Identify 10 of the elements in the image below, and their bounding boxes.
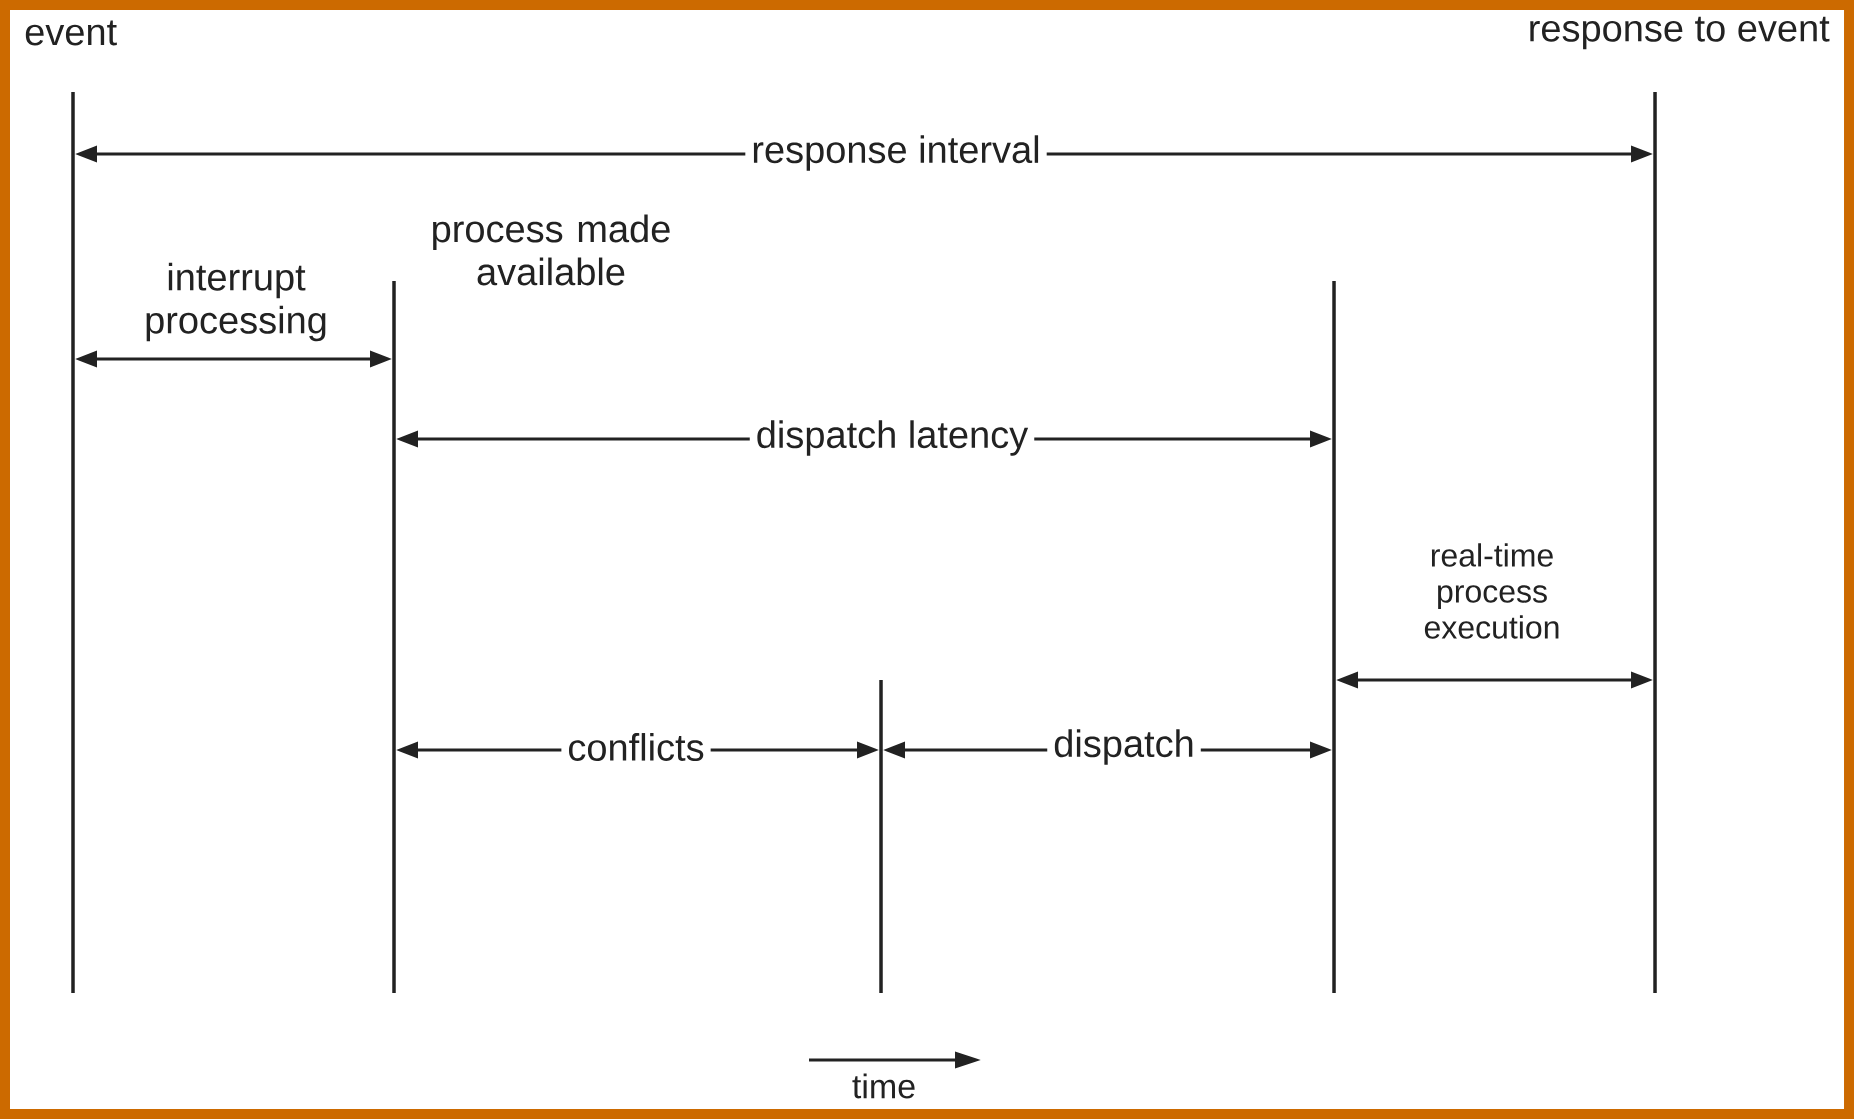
dimension-label: event [25,20,117,46]
dimension-label: conflicts [561,727,711,767]
dimension-label: dispatch [1047,723,1201,771]
dimension-label: process made available [433,214,670,286]
dimension-label: dispatch latency [749,414,1035,462]
dimension-label: response to event [1530,16,1830,50]
dimension-label: interrupt processing [146,262,326,342]
dimension-label: response interval [745,129,1047,177]
dimension-label: time [852,1073,915,1099]
dimension-label: real-time process execution [1424,543,1559,639]
